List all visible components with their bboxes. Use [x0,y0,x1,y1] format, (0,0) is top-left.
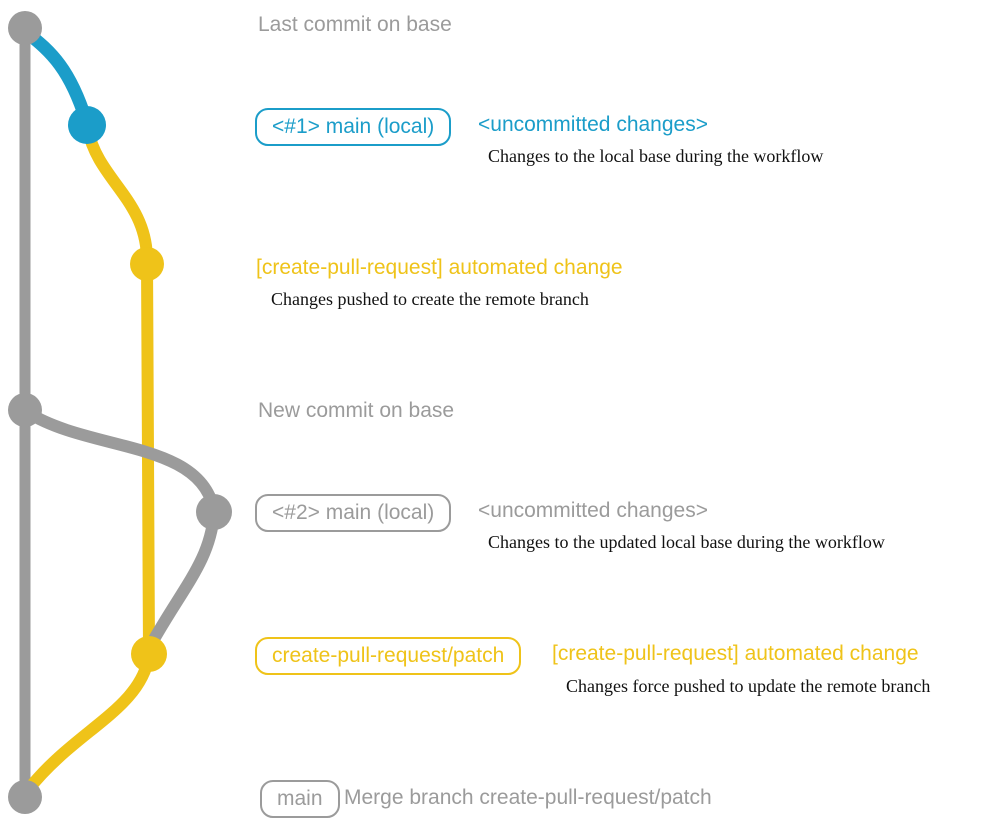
commit-message-uncommitted-1: <uncommitted changes> [478,113,708,136]
commit-message-merge: Merge branch create-pull-request/patch [344,786,712,809]
branch-badge-main-local-1: <#1> main (local) [255,108,452,146]
branch-badge-main: main [260,780,340,818]
label-new-commit-on-base: New commit on base [258,399,455,422]
description-uncommitted-1: Changes to the local base during the wor… [488,146,824,166]
commit-message-automated-2: [create-pull-request] automated change [552,642,919,665]
commit-node-main-local-2 [196,494,232,530]
description-automated-2: Changes force pushed to update the remot… [566,676,931,696]
branch-badge-create-pull-request-patch: create-pull-request/patch [255,637,522,675]
label-last-commit-on-base: Last commit on base [258,13,452,36]
commit-node-new-base [8,393,42,427]
commit-node-automated-2 [131,636,167,672]
commit-node-last-base [8,11,42,45]
description-uncommitted-2: Changes to the updated local base during… [488,532,885,552]
commit-message-automated-1: [create-pull-request] automated change [256,256,623,279]
commit-message-uncommitted-2: <uncommitted changes> [478,499,708,522]
commit-node-automated-1 [130,247,164,281]
merge-curve [22,650,155,796]
description-automated-1: Changes pushed to create the remote bran… [271,289,589,309]
commit-node-merge [8,780,42,814]
patch-branch-curve-top [82,124,153,266]
commit-node-main-local-1 [68,106,106,144]
local-main-2-curve [21,406,220,516]
branch-badge-main-local-2: <#2> main (local) [255,494,452,532]
local-main-1-curve [19,25,93,127]
rebase-curve [147,508,220,647]
